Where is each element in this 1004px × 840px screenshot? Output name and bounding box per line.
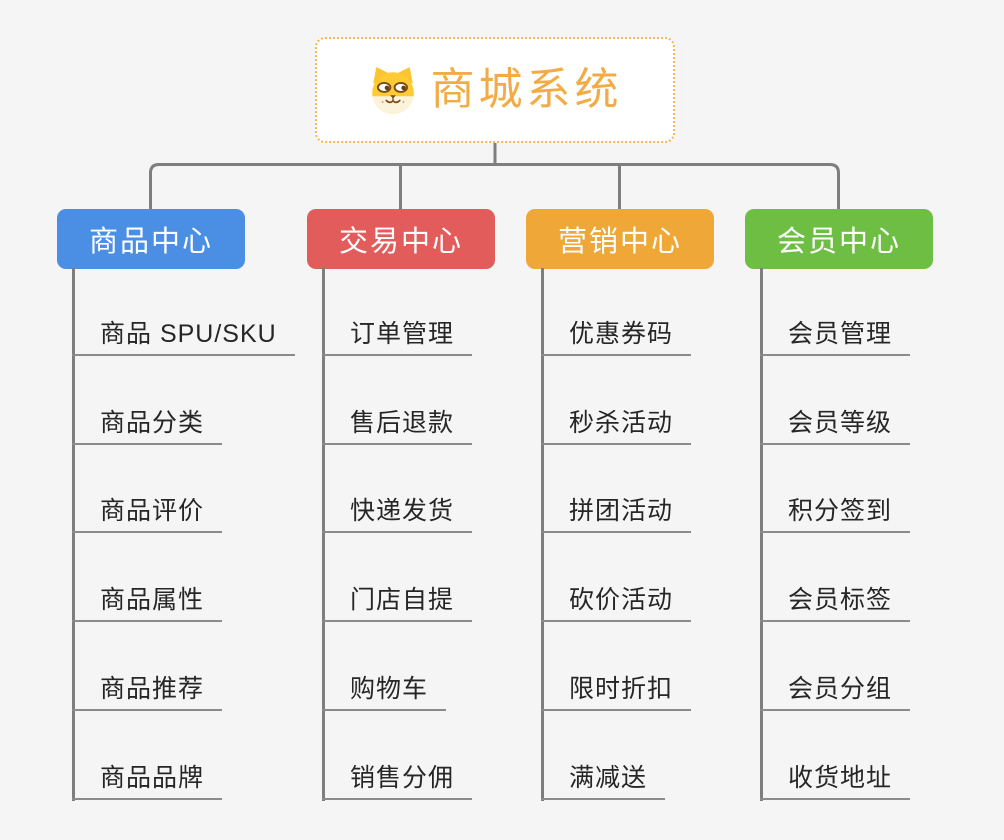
branch-node-3[interactable]: 营销中心 [526,209,714,269]
branch-spine [541,268,544,801]
leaf-node[interactable]: 门店自提 [322,580,473,622]
dog-face-icon [368,65,418,115]
leaf-node[interactable]: 会员标签 [760,580,911,622]
branch-label: 会员中心 [776,226,901,258]
bus-line [149,163,840,210]
leaf-node[interactable]: 满减送 [541,758,666,800]
branch-node-4[interactable]: 会员中心 [745,209,933,269]
leaf-node[interactable]: 优惠券码 [541,314,692,356]
branch-label: 商品中心 [88,226,213,258]
branch-spine [72,268,75,801]
leaf-node[interactable]: 限时折扣 [541,669,692,711]
leaf-node[interactable]: 会员分组 [760,669,911,711]
root-node[interactable]: 商城系统 [315,37,675,143]
branch-spine [760,268,763,801]
branch-node-1[interactable]: 商品中心 [57,209,245,269]
leaf-node[interactable]: 商品推荐 [72,669,223,711]
leaf-node[interactable]: 销售分佣 [322,758,473,800]
leaf-node[interactable]: 会员管理 [760,314,911,356]
leaf-node[interactable]: 收货地址 [760,758,911,800]
leaf-node[interactable]: 会员等级 [760,403,911,445]
leaf-node[interactable]: 快递发货 [322,491,473,533]
leaf-node[interactable]: 购物车 [322,669,447,711]
leaf-node[interactable]: 秒杀活动 [541,403,692,445]
branch-spine [322,268,325,801]
branch-label: 交易中心 [338,226,463,258]
branch-label: 营销中心 [557,226,682,258]
leaf-node[interactable]: 订单管理 [322,314,473,356]
leaf-node[interactable]: 商品评价 [72,491,223,533]
leaf-node[interactable]: 商品分类 [72,403,223,445]
leaf-node[interactable]: 售后退款 [322,403,473,445]
leaf-node[interactable]: 积分签到 [760,491,911,533]
leaf-node[interactable]: 商品 SPU/SKU [72,314,295,356]
leaf-node[interactable]: 拼团活动 [541,491,692,533]
branch-node-2[interactable]: 交易中心 [307,209,495,269]
leaf-node[interactable]: 砍价活动 [541,580,692,622]
leaf-node[interactable]: 商品属性 [72,580,223,622]
leaf-node[interactable]: 商品品牌 [72,758,223,800]
root-title: 商城系统 [430,65,623,114]
